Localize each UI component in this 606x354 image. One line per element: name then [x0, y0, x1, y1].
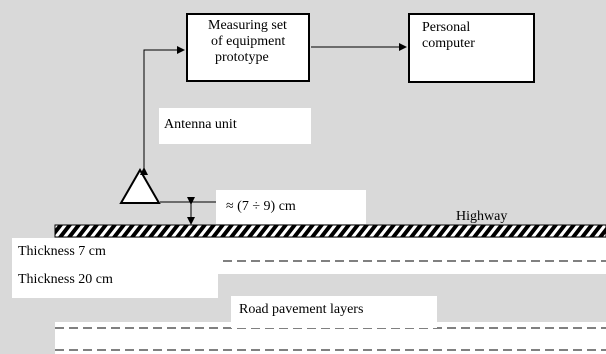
personal-computer-line2: computer — [422, 36, 475, 51]
thickness-panel — [12, 238, 218, 298]
antenna-connector-arrow — [140, 46, 185, 175]
road-pavement-layers-label: Road pavement layers — [231, 296, 437, 328]
measuring-set-line3: prototype — [215, 50, 269, 65]
personal-computer-line1: Personal — [422, 20, 471, 35]
measuring-set-box: Measuring set of equipment prototype — [186, 13, 310, 82]
highway-label: Highway — [456, 209, 508, 224]
thickness-7cm-text: Thickness 7 cm — [18, 244, 106, 259]
measuring-set-line2: of equipment — [211, 34, 286, 49]
thickness-20cm-text: Thickness 20 cm — [18, 272, 113, 287]
personal-computer-box: Personal computer — [408, 13, 535, 83]
antenna-unit-label: Antenna unit — [159, 108, 311, 144]
distance-label: ≈ (7 ÷ 9) cm — [216, 190, 366, 224]
measuring-set-line1: Measuring set — [208, 18, 287, 33]
road-surface-hatch — [54, 224, 606, 238]
antenna-triangle — [119, 167, 161, 204]
